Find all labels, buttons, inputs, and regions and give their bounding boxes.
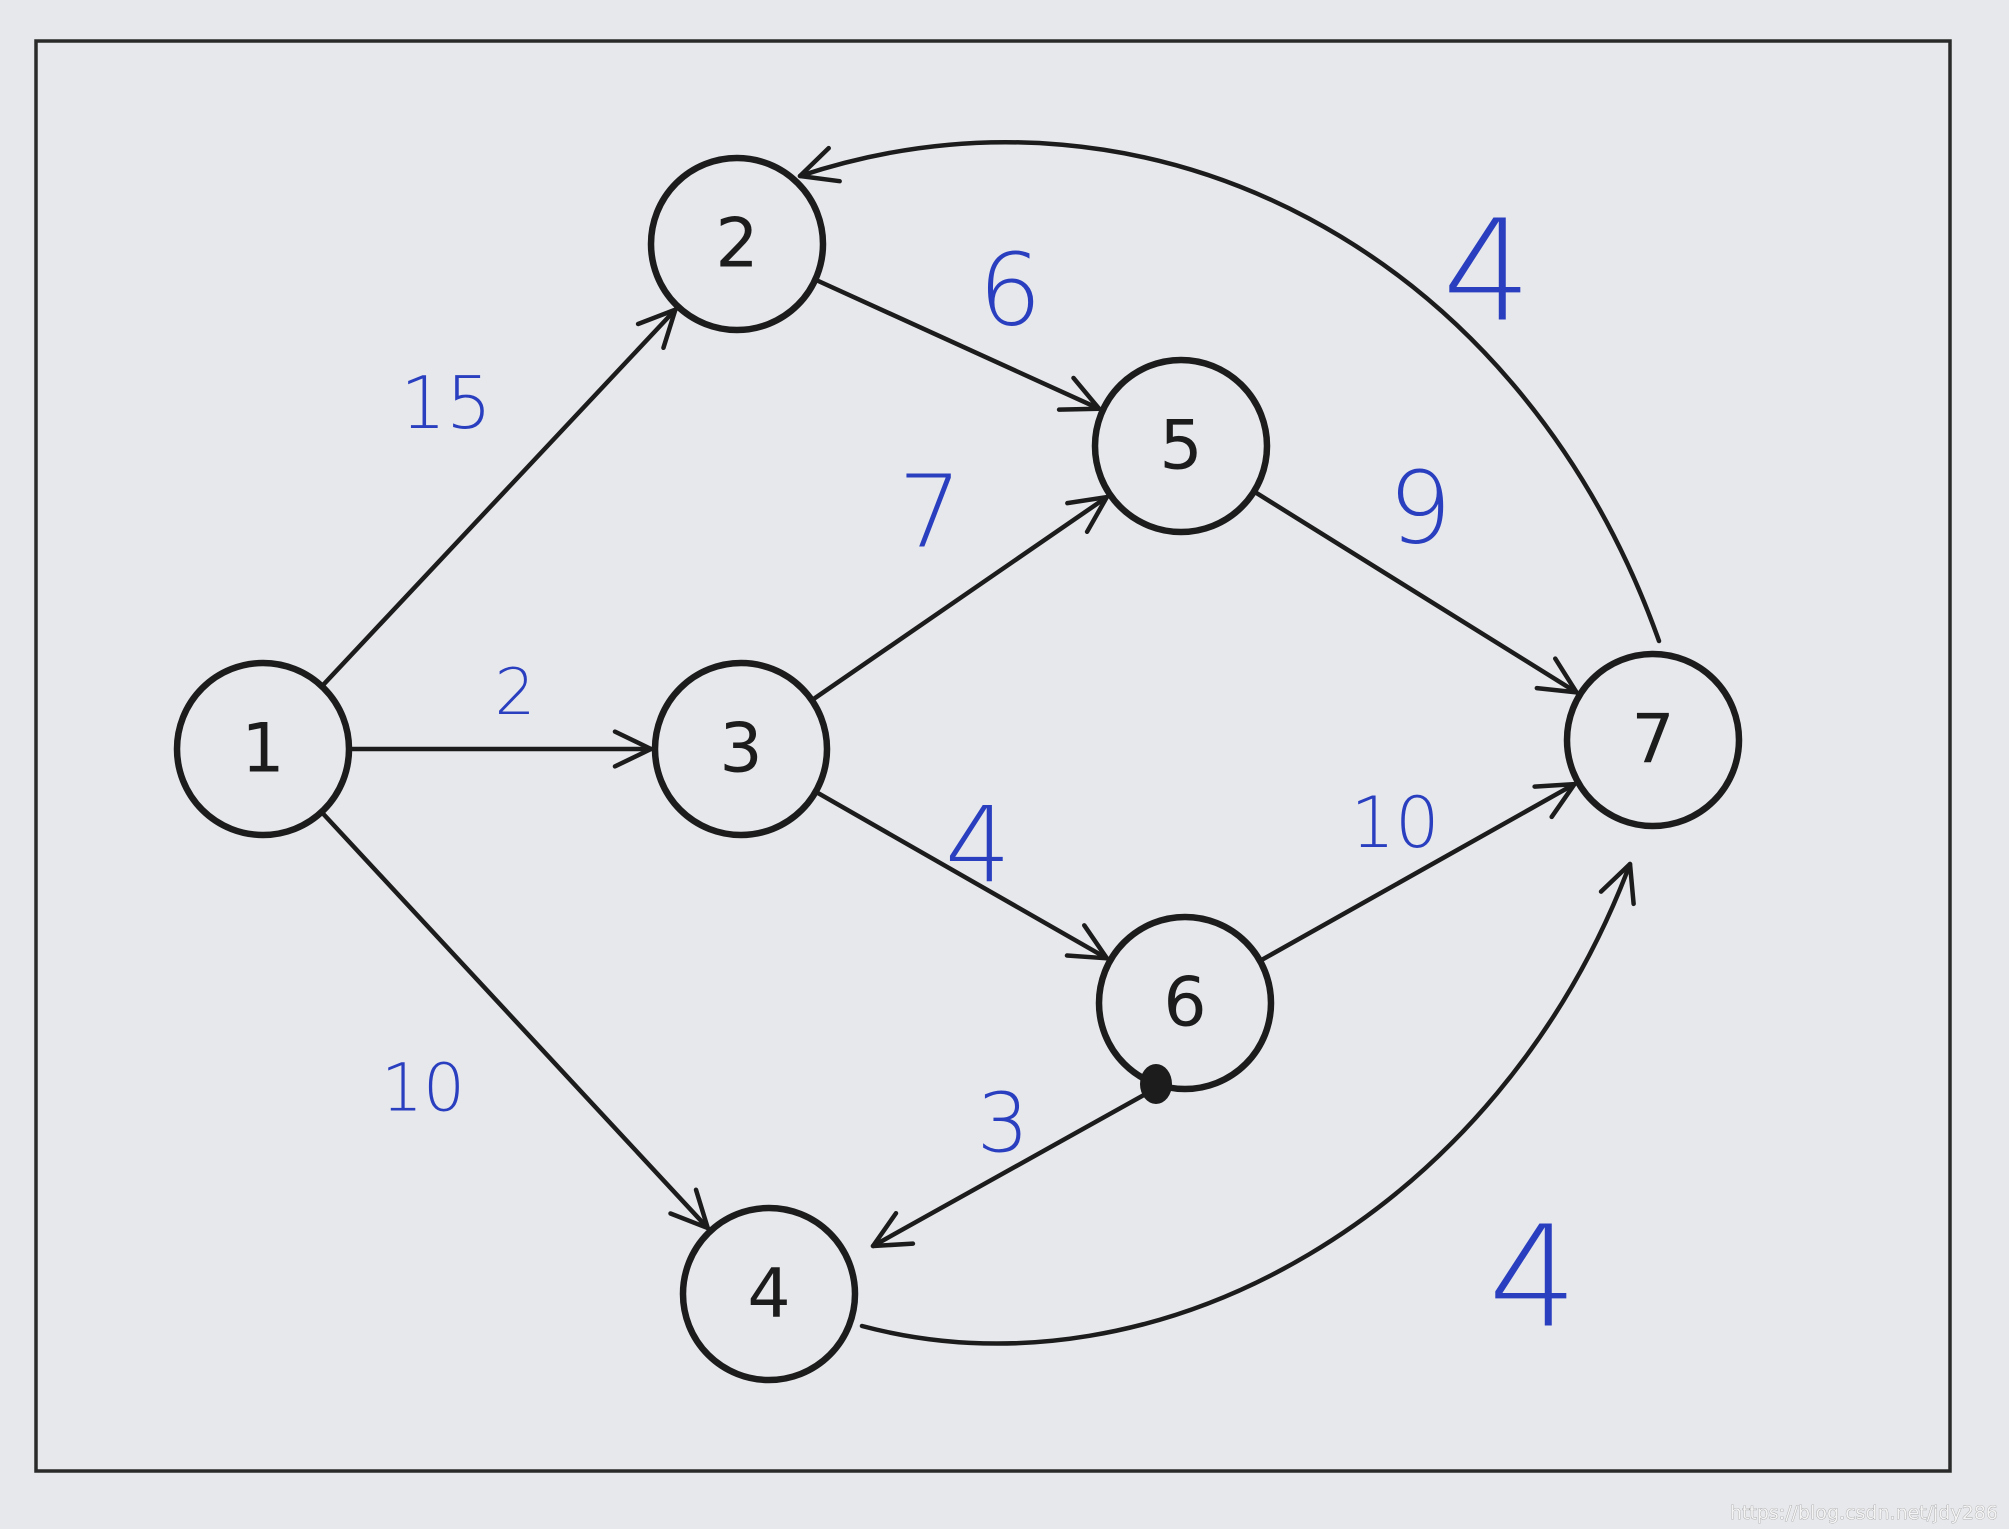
node-circle-5 xyxy=(1091,356,1271,536)
arrowhead-5-7 xyxy=(1534,656,1579,695)
edge-weight-1-3: 2 xyxy=(495,656,536,730)
edge-weight-3-5: 7 xyxy=(898,454,962,571)
edge-weight-5-7: 9 xyxy=(1388,450,1452,567)
node-label-1: 1 xyxy=(241,710,284,789)
node-circle-6 xyxy=(1095,913,1275,1093)
node-label-3: 3 xyxy=(719,710,762,789)
edge-weight-7-2: 4 xyxy=(1442,191,1531,354)
edge-weight-1-2: 15 xyxy=(400,361,492,445)
node-label-2: 2 xyxy=(715,205,758,284)
edge-1-4 xyxy=(319,809,711,1231)
edge-weight-4-7: 4 xyxy=(1488,1197,1577,1360)
edge-7-2 xyxy=(797,140,1662,644)
node-label-6: 6 xyxy=(1163,964,1206,1043)
arrowhead-1-2 xyxy=(635,307,678,351)
edge-weight-6-7: 10 xyxy=(1350,782,1439,864)
arrowhead-2-5 xyxy=(1056,375,1102,412)
node-circle-4 xyxy=(679,1204,859,1384)
arrowhead-1-3 xyxy=(612,729,654,769)
node-circle-7 xyxy=(1563,650,1743,830)
node-5: 5 xyxy=(1091,356,1271,536)
node-7: 7 xyxy=(1563,650,1743,830)
edge-3-6 xyxy=(813,789,1110,961)
watermark-text: https://blog.csdn.net/jdy286 xyxy=(1730,1502,1998,1524)
edge-weight-1-4: 10 xyxy=(381,1050,465,1127)
edge-weight-2-5: 6 xyxy=(978,232,1042,349)
node-label-4: 4 xyxy=(747,1255,790,1334)
edge-layer xyxy=(319,140,1662,1346)
node-circle-3 xyxy=(651,659,831,839)
node-4: 4 xyxy=(679,1204,859,1384)
node-1: 1 xyxy=(173,659,353,839)
edge-4-7 xyxy=(859,861,1633,1346)
edge-1-2 xyxy=(319,307,678,689)
edge-2-5 xyxy=(813,277,1102,411)
edge-weight-3-6: 4 xyxy=(945,784,1011,906)
arrowhead-7-2 xyxy=(797,145,842,184)
node-circle-1 xyxy=(173,659,353,839)
edge-weight-6-4: 3 xyxy=(977,1077,1029,1172)
node-2: 2 xyxy=(647,154,827,334)
edge-3-5 xyxy=(809,494,1110,703)
arrowhead-1-4 xyxy=(668,1187,711,1231)
node-6: 6 xyxy=(1095,913,1275,1093)
arrowhead-4-7 xyxy=(1598,861,1636,907)
arrowhead-3-5 xyxy=(1065,494,1110,535)
node-label-5: 5 xyxy=(1159,407,1202,486)
edge-5-7 xyxy=(1251,489,1579,695)
arrowhead-3-6 xyxy=(1064,923,1110,961)
drawing-frame xyxy=(34,39,1952,1473)
edge-6-7 xyxy=(1257,781,1577,964)
edge-6-4 xyxy=(870,1083,1163,1249)
node-3: 3 xyxy=(651,659,831,839)
arrowhead-6-4 xyxy=(870,1211,916,1249)
node-circle-2 xyxy=(647,154,827,334)
node-label-7: 7 xyxy=(1631,701,1674,780)
arrowhead-6-7 xyxy=(1532,781,1577,820)
